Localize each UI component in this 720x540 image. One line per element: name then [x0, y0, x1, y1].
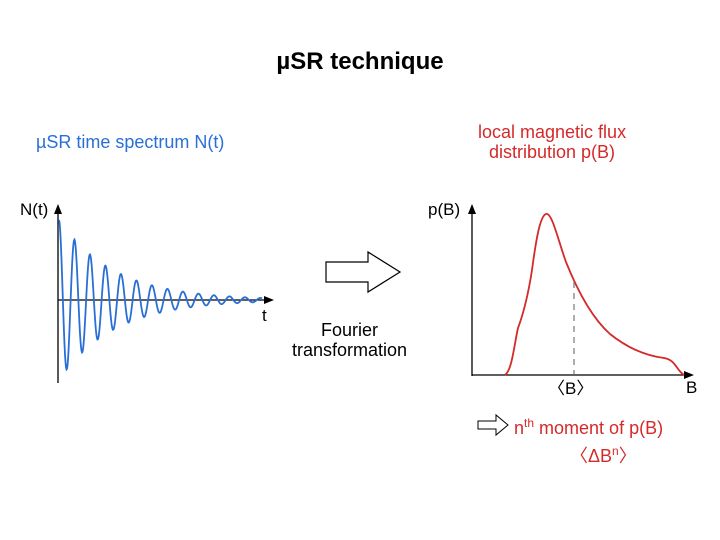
page-title: µSR technique	[276, 48, 444, 75]
t-x-axis-arrowhead	[264, 296, 274, 304]
flux-caption-line-1: local magnetic flux	[478, 122, 627, 142]
delta-b-moment-symbol: 〈ΔBn〉	[570, 442, 637, 468]
pb-axis-label: p(B)	[428, 200, 461, 219]
field-distribution-curve	[504, 213, 685, 376]
b-x-axis-arrowhead	[684, 371, 694, 379]
fourier-label-line-2: transformation	[292, 340, 408, 360]
pb-y-axis-arrowhead	[468, 204, 476, 214]
moment-sup: th	[524, 416, 535, 430]
b-axis-label: B	[686, 378, 698, 397]
flux-distribution-caption: local magnetic flux distribution p(B)	[478, 122, 626, 162]
delta-close: 〉	[618, 446, 637, 466]
fourier-label-line-1: Fourier	[321, 320, 379, 340]
moment-text: moment of p(B)	[534, 418, 664, 438]
delta-sup: n	[612, 444, 619, 458]
mean-b-label: 〈B〉	[548, 379, 594, 398]
nt-axis-label: N(t)	[20, 200, 49, 219]
moment-n: n	[514, 418, 525, 438]
t-axis-label: t	[262, 306, 267, 325]
delta-open: 〈ΔB	[570, 446, 613, 466]
nth-moment-label: nth moment of p(B)	[514, 416, 663, 439]
flux-caption-line-2: distribution p(B)	[489, 142, 616, 162]
nt-y-axis-arrowhead	[54, 204, 62, 214]
arrow-right-outline-icon	[325, 250, 402, 294]
small-arrow-right-icon	[477, 413, 509, 437]
damped-oscillation-curve	[58, 219, 263, 372]
time-spectrum-caption: µSR time spectrum N(t)	[36, 132, 225, 152]
fourier-transformation-label: Fourier transformation	[292, 320, 407, 360]
